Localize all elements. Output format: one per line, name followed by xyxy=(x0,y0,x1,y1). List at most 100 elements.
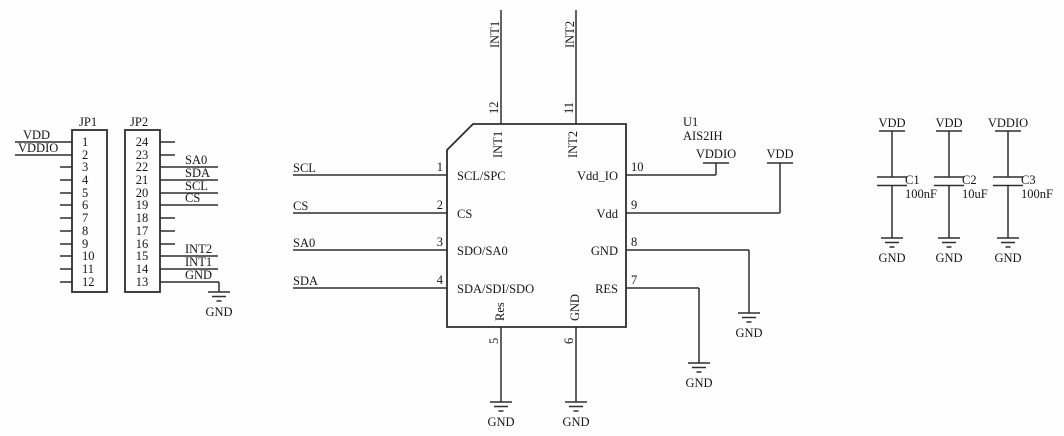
net-label-int2: INT2 xyxy=(563,21,577,48)
capacitor-c1: VDD C1 100nF GND xyxy=(877,116,937,265)
rail-label: VDD xyxy=(935,116,962,130)
pin-number: 4 xyxy=(437,273,444,287)
pin-number: 8 xyxy=(631,235,637,249)
jp1-pin-number: 1 xyxy=(82,135,88,149)
gnd-symbol: GND xyxy=(205,291,233,319)
pin-name: Res xyxy=(493,302,507,321)
pin-name: Vdd xyxy=(596,207,618,221)
jp1-pin-number: 6 xyxy=(82,198,88,212)
rail-label-vdd: VDD xyxy=(766,147,793,161)
jp1-pin-number: 4 xyxy=(82,173,89,187)
gnd-symbol: GND xyxy=(685,362,713,390)
pin-name: CS xyxy=(457,207,472,221)
gnd-label: GND xyxy=(205,305,232,319)
gnd-symbol: GND xyxy=(935,237,963,265)
jp2-refdes: JP2 xyxy=(130,115,148,129)
power-symbol-vddio: VDDIO xyxy=(696,147,736,164)
ic-part-number: AIS2IH xyxy=(683,129,723,143)
cap-value: 10uF xyxy=(962,187,988,201)
pin-number: 10 xyxy=(631,160,644,174)
jp2-pin-number: 13 xyxy=(136,275,149,289)
jp1-body xyxy=(71,129,108,293)
cap-refdes: C2 xyxy=(962,173,977,187)
cap-refdes: C3 xyxy=(1021,173,1036,187)
jp1-pin-number: 7 xyxy=(82,211,88,225)
pin-name: SDO/SA0 xyxy=(457,244,508,258)
jp1-pin-number: 5 xyxy=(82,186,88,200)
pin-number: 9 xyxy=(631,198,637,212)
jp2-pin-number: 15 xyxy=(136,249,149,263)
capacitor-c3: VDDIO C3 100nF GND xyxy=(988,116,1053,265)
pin-name: RES xyxy=(595,282,618,296)
jp1-pin-number: 9 xyxy=(82,237,88,251)
ic-refdes: U1 xyxy=(683,115,698,129)
jp1-refdes: JP1 xyxy=(79,115,97,129)
net-label-cs: CS xyxy=(293,199,308,213)
capacitor-c2: VDD C2 10uF GND xyxy=(934,116,988,265)
net-label-scl: SCL xyxy=(293,161,316,175)
net-label-scl: SCL xyxy=(185,179,208,193)
gnd-label: GND xyxy=(685,376,712,390)
connector-jp2: JP2 24 23 22 21 20 19 18 17 16 15 14 13 … xyxy=(124,115,233,319)
net-label-int1: INT1 xyxy=(185,255,212,269)
net-label-gnd: GND xyxy=(185,268,212,282)
pin-name: INT1 xyxy=(491,131,505,158)
ic-u1: U1 AIS2IH SCL 1 SCL/SPC CS 2 CS SA0 3 SD… xyxy=(293,10,794,429)
gnd-label: GND xyxy=(487,415,514,429)
pin-name: SCL/SPC xyxy=(457,169,506,183)
jp1-pin-number: 2 xyxy=(82,148,88,162)
gnd-symbol: GND xyxy=(562,401,590,429)
connector-jp1: JP1 1 2 3 4 5 6 7 8 9 10 11 12 VDD VDDIO xyxy=(15,115,108,293)
net-label-sa0: SA0 xyxy=(293,236,315,250)
jp1-pin-number: 10 xyxy=(82,249,95,263)
rail-label: VDD xyxy=(878,116,905,130)
power-symbol-vdd: VDD xyxy=(766,147,794,164)
cap-value: 100nF xyxy=(1021,187,1053,201)
gnd-symbol: GND xyxy=(735,312,763,340)
pin-name: SDA/SDI/SDO xyxy=(457,282,534,296)
net-label-sa0: SA0 xyxy=(185,153,207,167)
net-label-vddio: VDDIO xyxy=(18,141,58,155)
net-label-sda: SDA xyxy=(185,166,210,180)
gnd-symbol: GND xyxy=(487,401,515,429)
gnd-symbol: GND xyxy=(994,237,1022,265)
pin-number: 1 xyxy=(437,160,443,174)
net-label-int2: INT2 xyxy=(185,242,212,256)
net-label-int1: INT1 xyxy=(488,21,502,48)
gnd-label: GND xyxy=(878,251,905,265)
gnd-label: GND xyxy=(994,251,1021,265)
jp2-pin-number: 24 xyxy=(136,135,149,149)
net-label-sda: SDA xyxy=(293,274,318,288)
pin-number: 6 xyxy=(562,338,576,344)
gnd-label: GND xyxy=(935,251,962,265)
jp2-pin-number: 14 xyxy=(136,262,149,276)
pin-name: GND xyxy=(591,244,618,258)
pin-number: 3 xyxy=(437,235,443,249)
ic-body xyxy=(446,123,627,328)
cap-refdes: C1 xyxy=(905,173,920,187)
jp2-pin-number: 19 xyxy=(136,198,149,212)
jp1-pin-number: 11 xyxy=(82,262,94,276)
pin-name: INT2 xyxy=(566,131,580,158)
pin-name: GND xyxy=(568,294,582,321)
rail-label-vddio: VDDIO xyxy=(696,147,736,161)
jp2-body xyxy=(124,129,161,293)
jp2-pin-number: 17 xyxy=(136,224,149,238)
jp1-pin-number: 12 xyxy=(82,275,95,289)
jp1-pin-number: 8 xyxy=(82,224,88,238)
jp2-pin-number: 16 xyxy=(136,237,149,251)
pin-number: 2 xyxy=(437,198,443,212)
net-label-vdd: VDD xyxy=(23,128,50,142)
pin-number: 5 xyxy=(487,338,501,344)
rail-label: VDDIO xyxy=(988,116,1028,130)
cap-value: 100nF xyxy=(905,187,937,201)
pin-number: 11 xyxy=(562,102,576,114)
gnd-label: GND xyxy=(735,326,762,340)
jp2-pin-number: 20 xyxy=(136,186,149,200)
gnd-label: GND xyxy=(562,415,589,429)
pin-name: Vdd_IO xyxy=(577,169,618,183)
net-label-cs: CS xyxy=(185,191,200,205)
jp2-pin-number: 22 xyxy=(136,160,149,174)
